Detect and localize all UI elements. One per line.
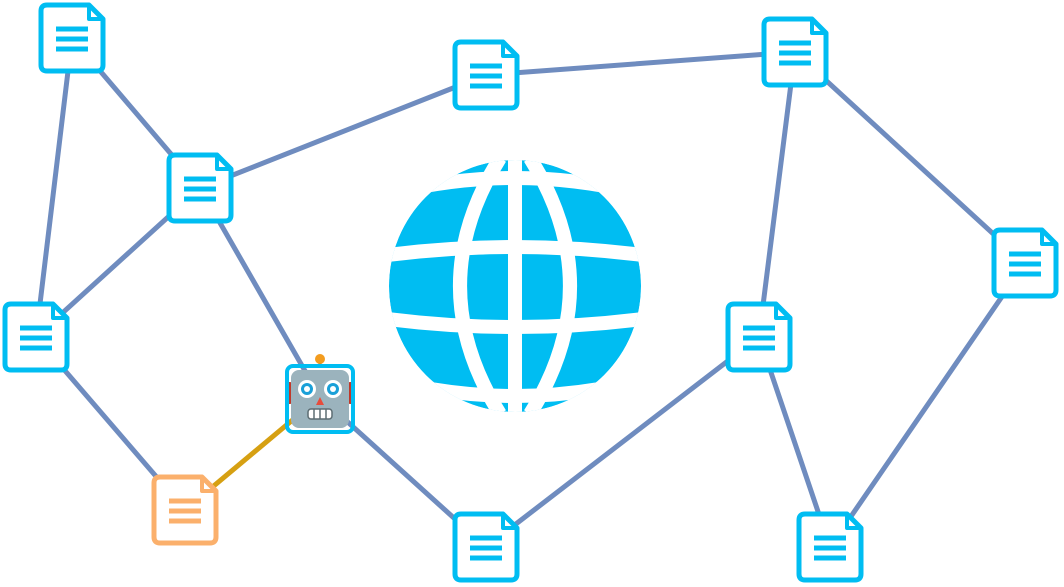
- document-icon: [991, 227, 1059, 299]
- link-edge: [792, 49, 1028, 266]
- document-icon: [151, 474, 219, 546]
- document-icon: [2, 301, 70, 373]
- link-edge: [827, 260, 1028, 550]
- document-icon: [796, 511, 864, 583]
- document-icon: [452, 511, 520, 583]
- link-edge: [197, 72, 489, 191]
- link-edge: [33, 35, 75, 340]
- globe-icon: [389, 160, 641, 412]
- link-edge: [483, 334, 762, 550]
- link-edge: [756, 49, 798, 340]
- document-icon: [452, 39, 520, 111]
- document-icon: [166, 152, 234, 224]
- link-edge: [483, 49, 798, 78]
- document-icon: [725, 301, 793, 373]
- document-icon: [38, 2, 106, 74]
- robot-icon: [285, 354, 355, 434]
- document-icon: [761, 16, 829, 88]
